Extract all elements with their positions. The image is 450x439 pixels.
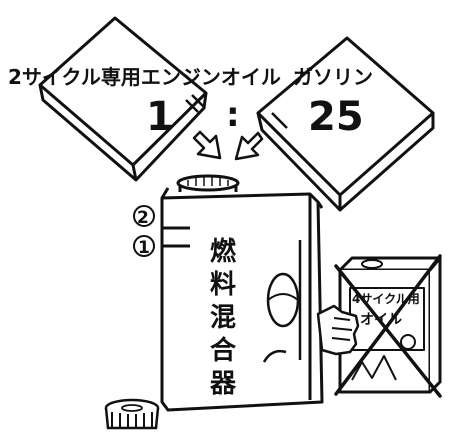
- blocking-hand-icon: [316, 304, 360, 356]
- gasoline-label: ガソリン: [293, 65, 373, 89]
- prohibited-cross-icon: [334, 254, 442, 398]
- ratio-oil-value: 1: [146, 94, 174, 140]
- gasoline-can: [256, 36, 435, 212]
- container-label-char: 器: [209, 369, 237, 399]
- level-mark-1: 1: [133, 235, 155, 258]
- container-label-char: 燃: [210, 237, 237, 267]
- level-mark-2: 2: [133, 205, 155, 228]
- svg-text:1: 1: [138, 238, 150, 258]
- container-label-char: 合: [210, 335, 237, 366]
- fuel-mixing-container: [160, 174, 324, 412]
- oil-can-2cycle: [38, 16, 208, 182]
- svg-text:2: 2: [137, 208, 149, 228]
- two-cycle-oil-label: 2サイクル専用エンジンオイル: [8, 65, 281, 89]
- container-cap: [104, 398, 160, 430]
- pour-arrow-left-icon: [192, 130, 222, 160]
- ratio-colon: :: [226, 95, 240, 135]
- ratio-gasoline-value: 25: [308, 94, 364, 140]
- container-label-char: 料: [210, 270, 236, 300]
- pour-arrow-right-icon: [234, 131, 264, 161]
- container-label: 燃 料 混 合 器: [209, 237, 237, 399]
- container-label-char: 混: [210, 303, 236, 333]
